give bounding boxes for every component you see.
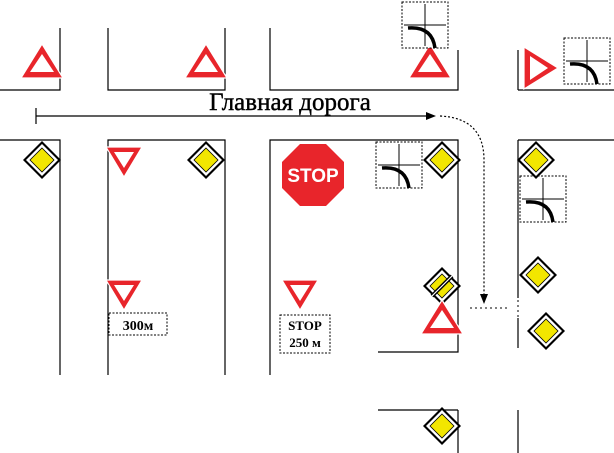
stop-sign-text: STOP [287, 166, 339, 187]
warning-triangle-icon [184, 43, 228, 79]
yield-triangle-icon [281, 279, 319, 311]
lane-layout-plate-icon [562, 36, 612, 86]
priority-road-diamond-icon [516, 140, 556, 180]
yield-triangle-icon [105, 146, 143, 178]
end-priority-road-diamond-icon [422, 266, 462, 306]
priority-road-diamond-icon [422, 406, 462, 446]
distance-plate-300-text: 300м [123, 319, 154, 334]
lane-center-lines [107, 28, 519, 440]
warning-triangle-icon [408, 43, 452, 79]
lane-layout-plate-icon [400, 0, 450, 50]
distance-plate-300: 300м [108, 312, 168, 336]
distance-plate-stop-text: STOP [288, 318, 322, 333]
warning-triangle-icon [523, 46, 559, 90]
warning-triangle-icon [20, 43, 64, 79]
priority-road-diamond-icon [186, 140, 226, 180]
distance-plate-250-text: 250 м [289, 335, 321, 350]
yield-triangle-icon [105, 279, 143, 311]
warning-triangle-icon [420, 299, 464, 335]
distance-plate-stop-250: STOP 250 м [279, 314, 331, 354]
main-road-arrow [35, 108, 488, 304]
lane-layout-plate-icon [518, 174, 568, 224]
priority-road-diamond-icon [422, 140, 462, 180]
priority-road-diamond-icon [518, 255, 558, 295]
priority-road-diamond-icon [526, 311, 566, 351]
priority-road-diamond-icon [22, 140, 62, 180]
stop-octagon-icon: STOP [282, 144, 344, 206]
main-road-label: Главная дорога [209, 89, 371, 116]
lane-layout-plate-icon [374, 140, 424, 190]
